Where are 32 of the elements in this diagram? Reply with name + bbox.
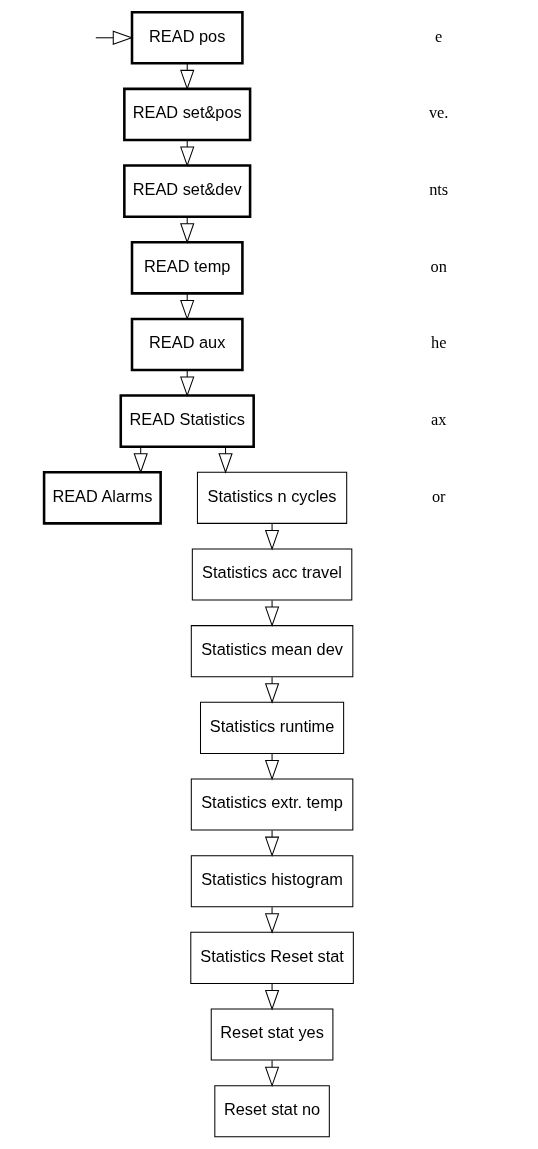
node-box: Statistics histogram (190, 855, 354, 908)
arrow (264, 1060, 280, 1088)
arrow (264, 983, 280, 1011)
label: ax (430, 410, 447, 430)
node-box: READ Statistics (119, 394, 255, 448)
arrow (264, 753, 280, 781)
arrow (264, 523, 280, 551)
node-box: READ Alarms (42, 471, 162, 525)
arrow (264, 676, 280, 704)
node-box: Statistics runtime (200, 701, 345, 754)
label: or (431, 486, 446, 506)
node-box: READ temp (130, 240, 244, 295)
node-box: Statistics acc travel (191, 548, 353, 601)
node-box: READ pos (130, 10, 244, 65)
node-box: Statistics mean dev (190, 625, 354, 678)
arrow (264, 829, 280, 858)
node-box: Statistics extr. temp (190, 778, 354, 831)
arrow (264, 906, 280, 934)
node-box: Reset stat yes (210, 1008, 334, 1061)
node-box: Statistics Reset stat (190, 931, 354, 984)
label: nts (429, 180, 449, 200)
node-box: READ aux (130, 317, 244, 372)
node-box: READ set&pos (123, 87, 252, 142)
label: e (435, 26, 443, 46)
node-box: READ set&dev (123, 164, 252, 218)
arrow (264, 599, 280, 628)
node-box: Statistics n cycles (196, 471, 348, 524)
arrow (95, 30, 134, 45)
label: ve. (428, 103, 449, 123)
label: on (430, 256, 447, 276)
label: he (430, 333, 447, 353)
node-box: Reset stat no (214, 1085, 330, 1138)
